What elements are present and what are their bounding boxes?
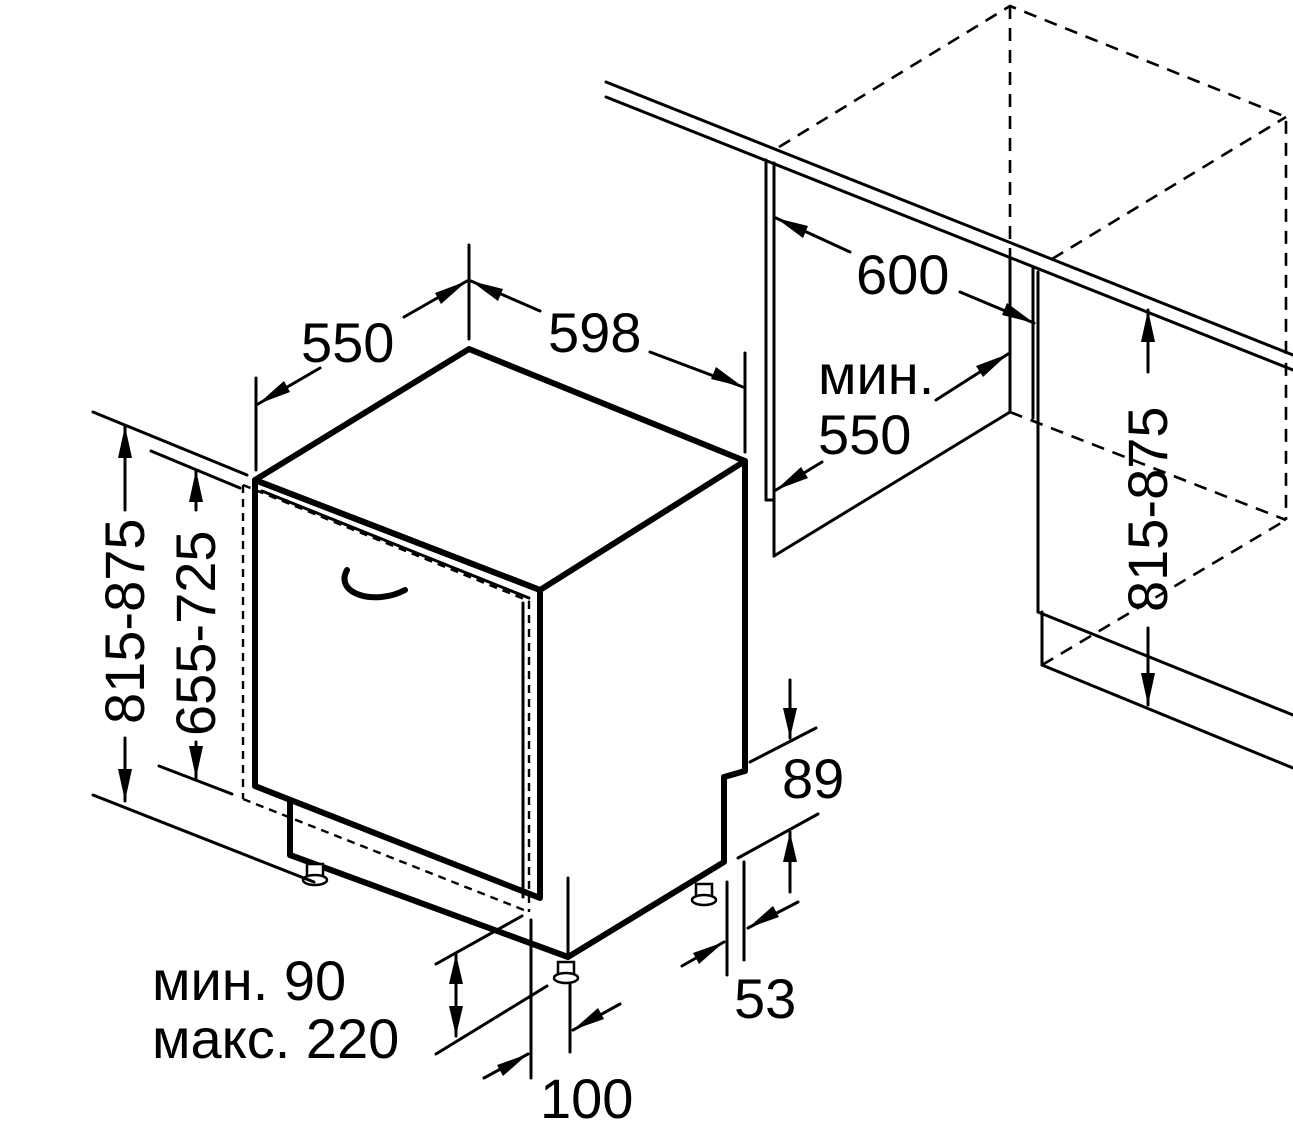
dimension-lines	[91, 216, 1155, 1080]
niche-hidden-outline	[778, 4, 1288, 520]
right-cabinet-plinth	[1040, 663, 1293, 770]
width-label: 598	[548, 301, 641, 364]
dishwasher-base	[287, 852, 571, 960]
dishwasher-door	[252, 477, 543, 901]
dishwasher-side	[565, 458, 748, 960]
niche-height-label: 815-875	[1116, 406, 1179, 612]
depth-label: 550	[301, 311, 394, 374]
niche-floor-line	[772, 410, 1012, 558]
door-height-label: 655-725	[164, 530, 227, 736]
plinth-height-label-line2: макс. 220	[152, 1007, 399, 1070]
total-height-label: 815-875	[93, 518, 156, 724]
dishwasher-top	[252, 346, 748, 593]
kitchen-niche	[604, 4, 1293, 770]
dishwasher-unit	[241, 346, 748, 985]
niche-depth-label-line2: 550	[818, 403, 911, 466]
foot-offset-label: 100	[540, 1067, 633, 1130]
plinth-top-label: 89	[782, 747, 844, 810]
countertop-bottom-edge	[604, 95, 1293, 372]
niche-width-label: 600	[856, 243, 949, 306]
plinth-side-label: 53	[734, 967, 796, 1030]
dimension-labels: 550 598 600 мин. 550 815-875 655-725 815…	[93, 243, 1179, 1130]
countertop-top-edge	[604, 80, 1293, 357]
plinth-height-label-line1: мин. 90	[152, 949, 346, 1012]
door-handle-icon	[341, 567, 408, 601]
leveling-feet	[301, 862, 718, 985]
niche-depth-label-line1: мин.	[818, 343, 934, 406]
